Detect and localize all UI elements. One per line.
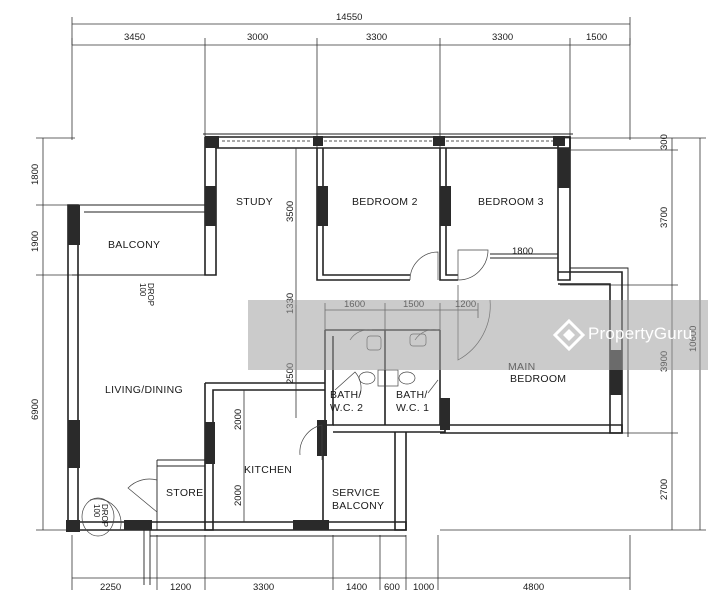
- entry-drop-value: 100: [92, 504, 101, 518]
- watermark-band: [248, 300, 708, 370]
- top-dim-5: 1500: [586, 32, 607, 43]
- bedroom3-width-label: 1800: [512, 246, 533, 257]
- bath1-label-1: BATH/: [396, 389, 428, 401]
- service-balcony-label-2: BALCONY: [332, 500, 384, 512]
- store-label: STORE: [166, 487, 203, 499]
- balcony-drop-label: DROP: [146, 283, 155, 306]
- drop-notes: 100 DROP 100 DROP: [92, 283, 155, 527]
- entry-drop-label: DROP: [100, 504, 109, 527]
- kitchen-dim-1: 2000: [233, 409, 244, 430]
- study-label: STUDY: [236, 196, 273, 208]
- inner-v-dim-1: 3500: [285, 201, 296, 222]
- living-dining-label: LIVING/DINING: [105, 384, 183, 396]
- service-balcony-label-1: SERVICE: [332, 487, 380, 499]
- top-dim-4: 3300: [492, 32, 513, 43]
- balcony-drop-value: 100: [138, 283, 147, 297]
- bedroom3-label: BEDROOM 3: [478, 196, 544, 208]
- bottom-dim-2: 1200: [170, 582, 191, 593]
- inner-v-dim-3: 2500: [285, 363, 296, 384]
- main-bedroom-label-2: BEDROOM: [510, 373, 566, 385]
- bottom-dim-7: 4800: [523, 582, 544, 593]
- bottom-dim-4: 1400: [346, 582, 367, 593]
- top-dim-3: 3300: [366, 32, 387, 43]
- bath1-label-2: W.C. 1: [396, 402, 429, 414]
- left-dim-2: 1900: [30, 231, 41, 252]
- bottom-dim-3: 3300: [253, 582, 274, 593]
- bottom-dim-6: 1000: [413, 582, 434, 593]
- right-dim-2: 3700: [659, 207, 670, 228]
- left-dim-3: 6900: [30, 399, 41, 420]
- balcony-label: BALCONY: [108, 239, 160, 251]
- top-dim-2: 3000: [247, 32, 268, 43]
- room-labels: STUDY BEDROOM 2 BEDROOM 3 BALCONY LIVING…: [105, 196, 566, 512]
- bath2-label-1: BATH/: [330, 389, 362, 401]
- bottom-dimensions: 2250 1200 3300 1400 600 1000 4800: [71, 535, 631, 593]
- right-dim-4: 2700: [659, 479, 670, 500]
- bottom-dim-1: 2250: [100, 582, 121, 593]
- bath2-label-2: W.C. 2: [330, 402, 363, 414]
- kitchen-dim-2: 2000: [233, 485, 244, 506]
- watermark-text: PropertyGuru: [588, 324, 693, 343]
- right-dim-1: 300: [659, 134, 670, 150]
- bedroom2-label: BEDROOM 2: [352, 196, 418, 208]
- top-dim-1: 3450: [124, 32, 145, 43]
- total-width-label: 14550: [336, 12, 362, 23]
- propertyguru-logo-icon: [552, 318, 586, 352]
- left-dim-1: 1800: [30, 164, 41, 185]
- kitchen-label: KITCHEN: [244, 464, 292, 476]
- bottom-dim-5: 600: [384, 582, 400, 593]
